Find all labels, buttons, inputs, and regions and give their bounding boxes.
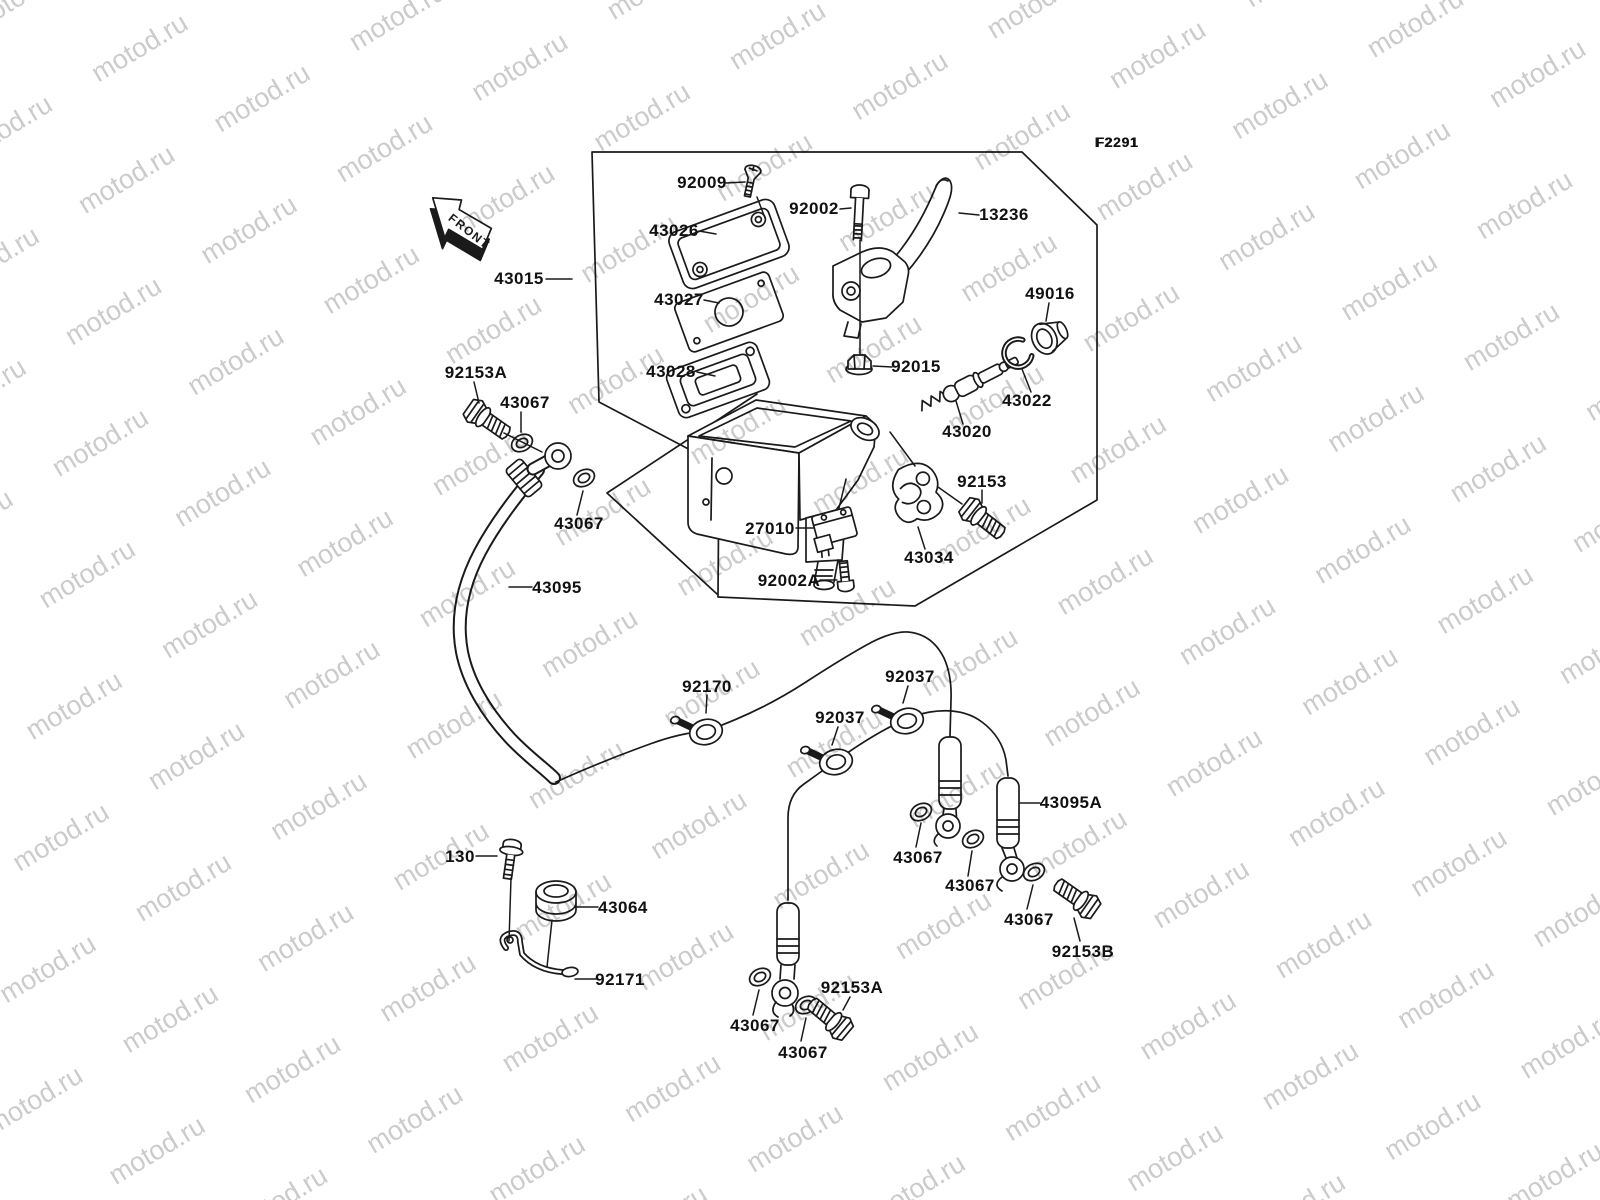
part-label-92153A: 92153A — [445, 363, 508, 382]
pivot-nut-92015-drawing — [845, 354, 873, 376]
hose-clamp-92170-drawing — [670, 706, 725, 752]
part-label-43067: 43067 — [554, 514, 604, 533]
part-label-43015: 43015 — [494, 269, 544, 288]
banjo-bolt-92153B-drawing — [1048, 872, 1104, 923]
part-label-27010: 27010 — [745, 519, 795, 538]
washer-drawing — [958, 825, 988, 853]
grommet-drawing — [535, 880, 577, 922]
part-label-43067: 43067 — [778, 1043, 828, 1062]
leader-lines — [473, 181, 1081, 1042]
part-label-43067: 43067 — [730, 1016, 780, 1035]
handlebar-clamp-drawing — [891, 462, 944, 524]
part-label-49016: 49016 — [1025, 284, 1075, 303]
washer-drawing — [507, 429, 537, 457]
part-label-43026: 43026 — [649, 221, 699, 240]
part-label-43027: 43027 — [654, 290, 704, 309]
part-label-92171: 92171 — [595, 970, 645, 989]
front-direction-arrow: FRONT — [429, 196, 493, 262]
washer-drawing — [906, 798, 936, 826]
part-label-92037: 92037 — [815, 708, 865, 727]
front-hose-left-drawing — [933, 736, 962, 847]
part-label-43034: 43034 — [904, 548, 954, 567]
figure-ref-code: F2291 — [1095, 134, 1140, 150]
hose-clamp-92037a-drawing — [871, 695, 926, 741]
bolt-130-drawing — [495, 837, 526, 882]
part-label-F2291: F2291 — [1096, 134, 1138, 150]
part-label-43067: 43067 — [500, 393, 550, 412]
part-label-43020: 43020 — [942, 422, 992, 441]
master-cylinder-body-drawing — [687, 399, 880, 591]
part-label-43067: 43067 — [893, 848, 943, 867]
reservoir-cap-drawing — [668, 198, 790, 290]
part-label-43095: 43095 — [532, 578, 582, 597]
upper-brake-hose-drawing — [452, 442, 572, 785]
part-label-92015: 92015 — [891, 357, 941, 376]
part-label-43067: 43067 — [1004, 910, 1054, 929]
washer-drawing — [1019, 858, 1049, 886]
part-label-130: 130 — [445, 847, 475, 866]
hose-routing-line-1 — [555, 631, 952, 783]
part-label-43022: 43022 — [1002, 391, 1052, 410]
front-hose-right-drawing — [996, 777, 1025, 892]
part-label-43028: 43028 — [646, 362, 696, 381]
assembly-border — [591, 151, 1098, 607]
dust-boot-drawing — [1030, 321, 1069, 355]
hose-routing-line-2 — [787, 709, 1009, 901]
washer-drawing — [745, 963, 775, 991]
bolt-92153-drawing — [955, 493, 1012, 546]
part-label-13236: 13236 — [979, 205, 1029, 224]
circlip-drawing — [1001, 336, 1035, 370]
part-label-92002: 92002 — [789, 199, 839, 218]
front-hose-bottom-drawing — [771, 902, 800, 1018]
pivot-bolt-92002-drawing — [849, 184, 870, 241]
brake-lever-drawing — [832, 177, 953, 339]
screw-92009-drawing — [738, 163, 763, 199]
screw-92002A-drawing — [836, 559, 855, 593]
part-label-43067: 43067 — [945, 876, 995, 895]
part-label-92170: 92170 — [682, 677, 732, 696]
part-label-92153B: 92153B — [1052, 942, 1115, 961]
part-label-43095A: 43095A — [1040, 793, 1103, 812]
part-label-92002A: 92002A — [758, 571, 821, 590]
part-label-92009: 92009 — [677, 173, 727, 192]
diaphragm-drawing — [665, 341, 771, 419]
hose-bracket-drawing — [499, 930, 579, 978]
part-label-92153A: 92153A — [821, 978, 884, 997]
washer-drawing — [569, 464, 599, 492]
diaphragm-plate-drawing — [673, 271, 785, 353]
part-label-43064: 43064 — [598, 898, 648, 917]
part-labels-layer: 92009 43026 92002 13236 43015 43027 49016 43028… — [445, 134, 1138, 1062]
part-label-92037: 92037 — [885, 667, 935, 686]
brake-switch-drawing — [811, 506, 858, 559]
part-label-92153: 92153 — [957, 472, 1007, 491]
hose-clamp-92037b-drawing — [800, 736, 855, 782]
